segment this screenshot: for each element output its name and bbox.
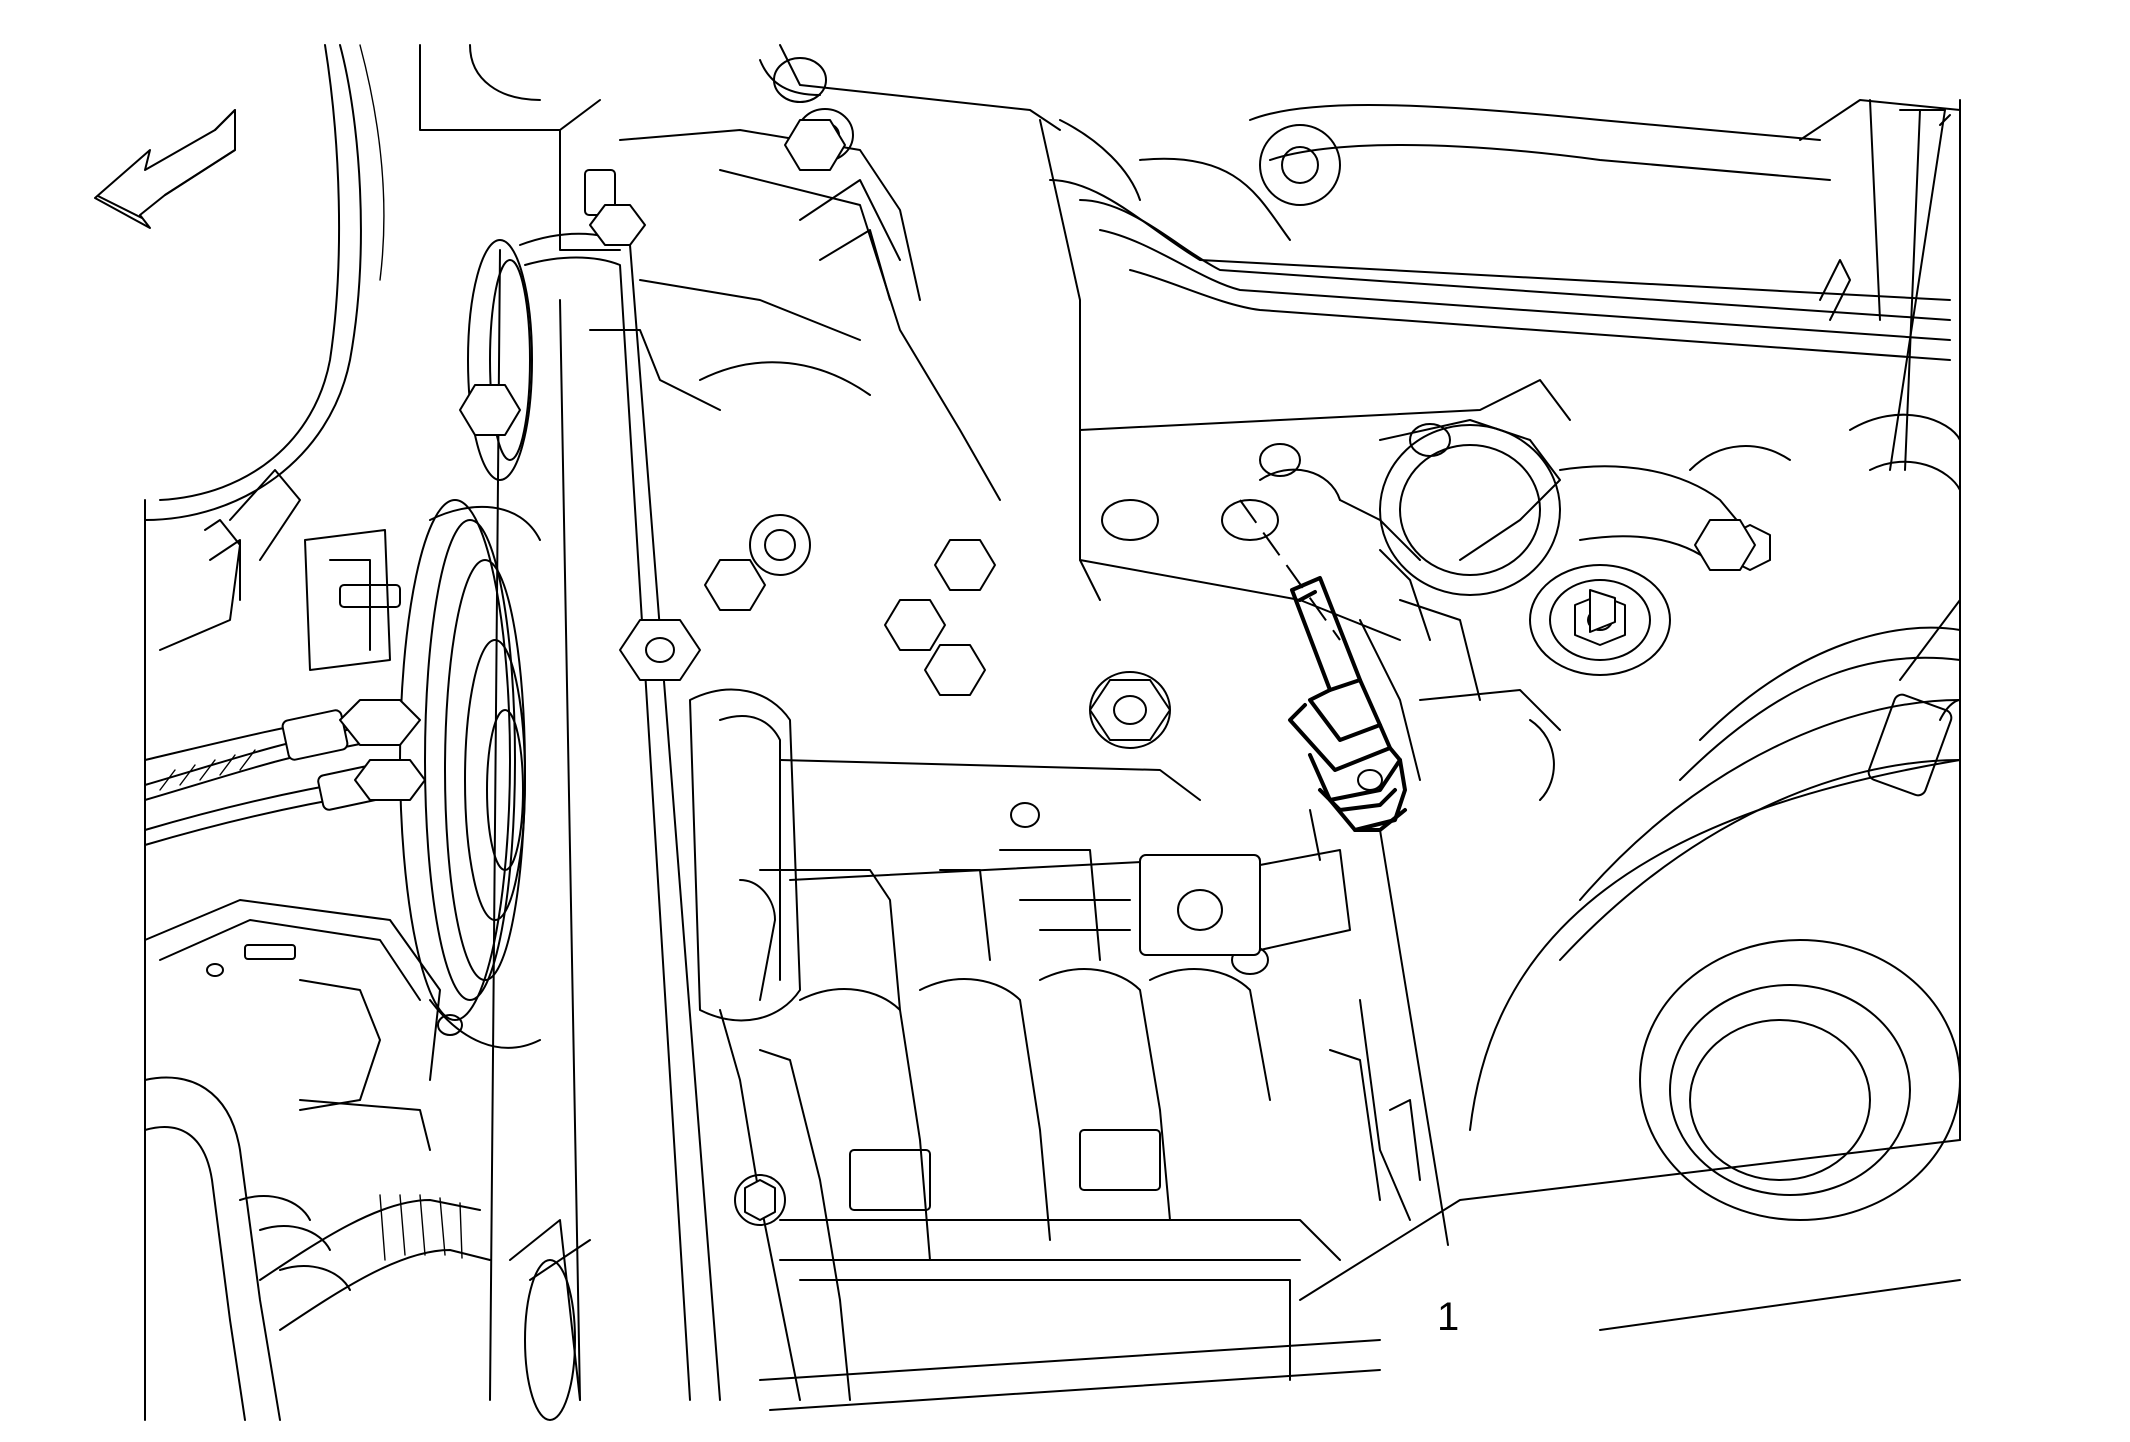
belt-tensioner <box>689 688 1351 1022</box>
idler-pulley-right <box>1379 419 1791 801</box>
left-pulley-lower <box>509 1219 591 1421</box>
alternator <box>719 968 1381 1411</box>
left-pulley-upper <box>459 239 533 481</box>
right-pulley <box>1469 413 1961 1221</box>
front-direction-arrow-icon <box>94 109 236 229</box>
engine-block <box>1010 99 1961 975</box>
lower-left-bracket <box>144 899 463 1151</box>
sensor <box>1288 576 1407 832</box>
coolant-hose <box>144 1076 491 1421</box>
lower-right-structure <box>1299 999 1961 1331</box>
callout-label-1: 1 <box>1437 1295 1459 1339</box>
wiring-harness <box>144 519 426 846</box>
upper-left-housing <box>144 44 385 601</box>
dipstick-tube <box>1819 109 1951 471</box>
installation-guide-line <box>1239 499 1341 641</box>
sensor-mount-area <box>1259 468 1481 781</box>
callout-leader-line <box>1379 829 1449 1246</box>
bolts <box>589 119 1756 749</box>
upper-bracket <box>419 44 1061 501</box>
